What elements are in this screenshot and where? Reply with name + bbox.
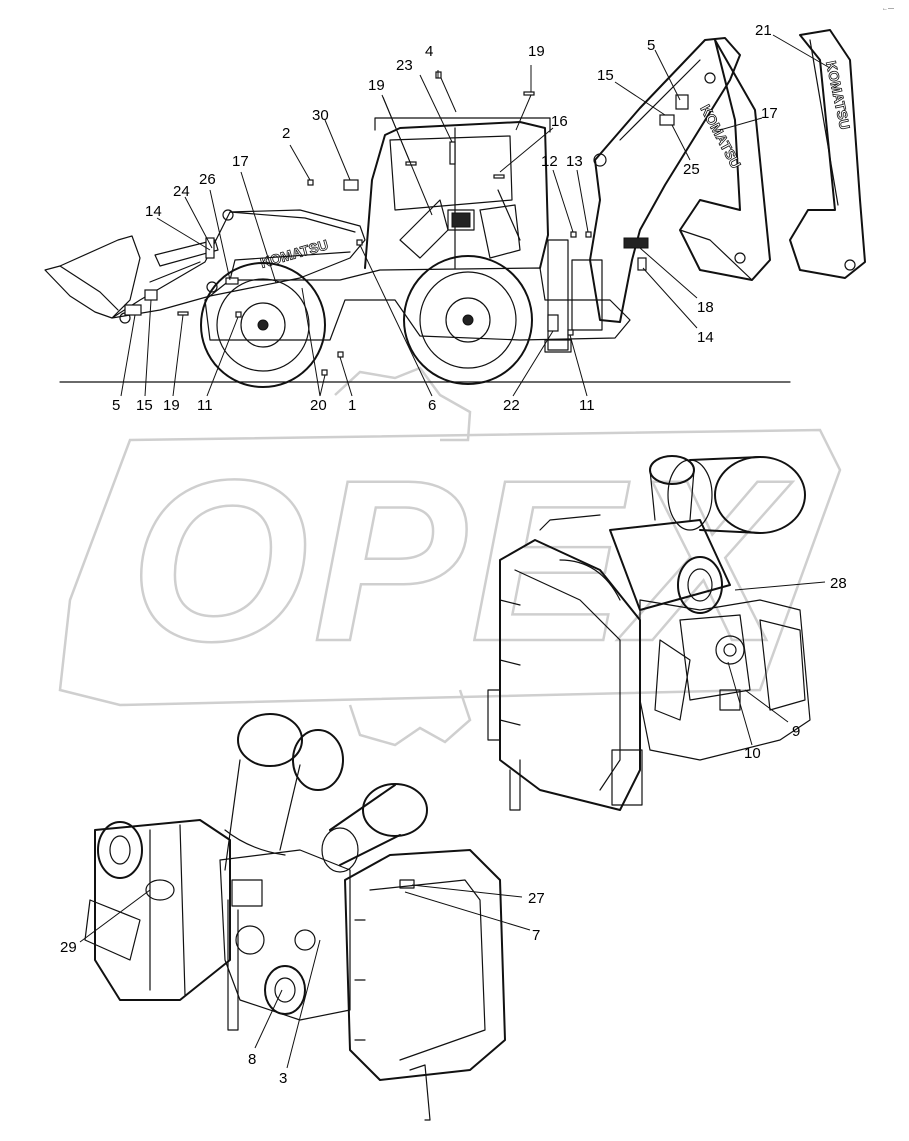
engine-assembly-right	[487, 455, 811, 811]
callout-17-boom: 17	[761, 105, 778, 122]
callout-16: 16	[551, 113, 568, 130]
callout-19-front: 19	[163, 397, 180, 414]
brand-backhoe-boom: KOMATSU	[697, 102, 744, 171]
callout-27: 27	[528, 890, 545, 907]
callout-25: 25	[683, 161, 700, 178]
callout-30: 30	[312, 107, 329, 124]
callout-2: 2	[282, 125, 290, 142]
callout-9: 9	[792, 723, 800, 740]
watermark: OPEX	[58, 366, 842, 747]
callout-12: 12	[541, 153, 558, 170]
callout-4: 4	[425, 43, 433, 60]
callout-28: 28	[830, 575, 847, 592]
callout-19-cab: 19	[368, 77, 385, 94]
callout-8: 8	[248, 1051, 256, 1068]
callout-10: 10	[744, 745, 761, 762]
callout-23: 23	[396, 57, 413, 74]
callout-17-loader: 17	[232, 153, 249, 170]
callout-20: 20	[310, 397, 327, 414]
corner-mark: ←—	[882, 6, 894, 12]
engine-assembly-left	[84, 713, 506, 1121]
callout-5-boom: 5	[647, 37, 655, 54]
callout-22: 22	[503, 397, 520, 414]
callout-11-front: 11	[197, 397, 213, 414]
callout-5-front: 5	[112, 397, 120, 414]
brand-backhoe-boom-side: KOMATSU	[823, 59, 853, 131]
callout-11-rear: 11	[579, 397, 595, 414]
callout-6: 6	[428, 397, 436, 414]
callout-14-rear: 14	[697, 329, 714, 346]
callout-1: 1	[348, 397, 356, 414]
backhoe-loader-side-view: KOMATSU	[44, 29, 866, 388]
callout-15-boom: 15	[597, 67, 614, 84]
callout-14-front: 14	[145, 203, 162, 220]
callout-3: 3	[279, 1070, 287, 1087]
callout-7: 7	[532, 927, 540, 944]
callout-13: 13	[566, 153, 583, 170]
leader-lines	[79, 34, 831, 1069]
callout-18: 18	[697, 299, 714, 316]
callout-29: 29	[60, 939, 77, 956]
callout-24: 24	[173, 183, 190, 200]
callout-21: 21	[755, 22, 772, 39]
watermark-text: OPEX	[130, 432, 793, 689]
callout-19-top: 19	[528, 43, 545, 60]
callout-26: 26	[199, 171, 216, 188]
callout-labels: 4 19 23 19 30 2 16 12 13 17 26 24 14 5 1…	[60, 22, 847, 1087]
callout-15-front: 15	[136, 397, 153, 414]
